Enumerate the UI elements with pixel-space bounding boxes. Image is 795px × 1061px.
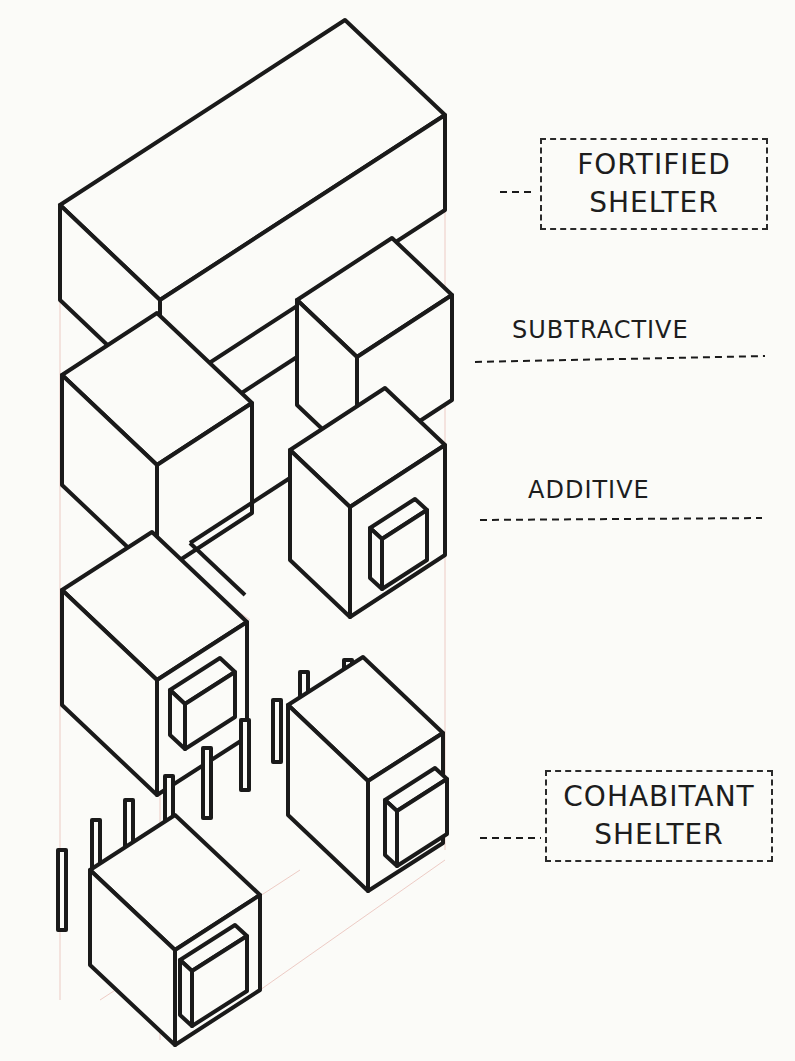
dashed-label-box: FORTIFIED SHELTER	[540, 138, 768, 230]
additive-layer	[62, 388, 445, 795]
dashed-label-box: COHABITANT SHELTER	[545, 770, 773, 862]
subtractive-layer	[62, 238, 452, 575]
layer-label: ADDITIVE	[528, 476, 650, 504]
shelter-label: FORTIFIED SHELTER	[554, 146, 754, 222]
shelter-label: COHABITANT SHELTER	[559, 778, 759, 854]
layer-label: SUBTRACTIVE	[512, 316, 689, 344]
cohabitant-layer	[58, 657, 447, 1045]
leader-lines	[475, 192, 765, 838]
